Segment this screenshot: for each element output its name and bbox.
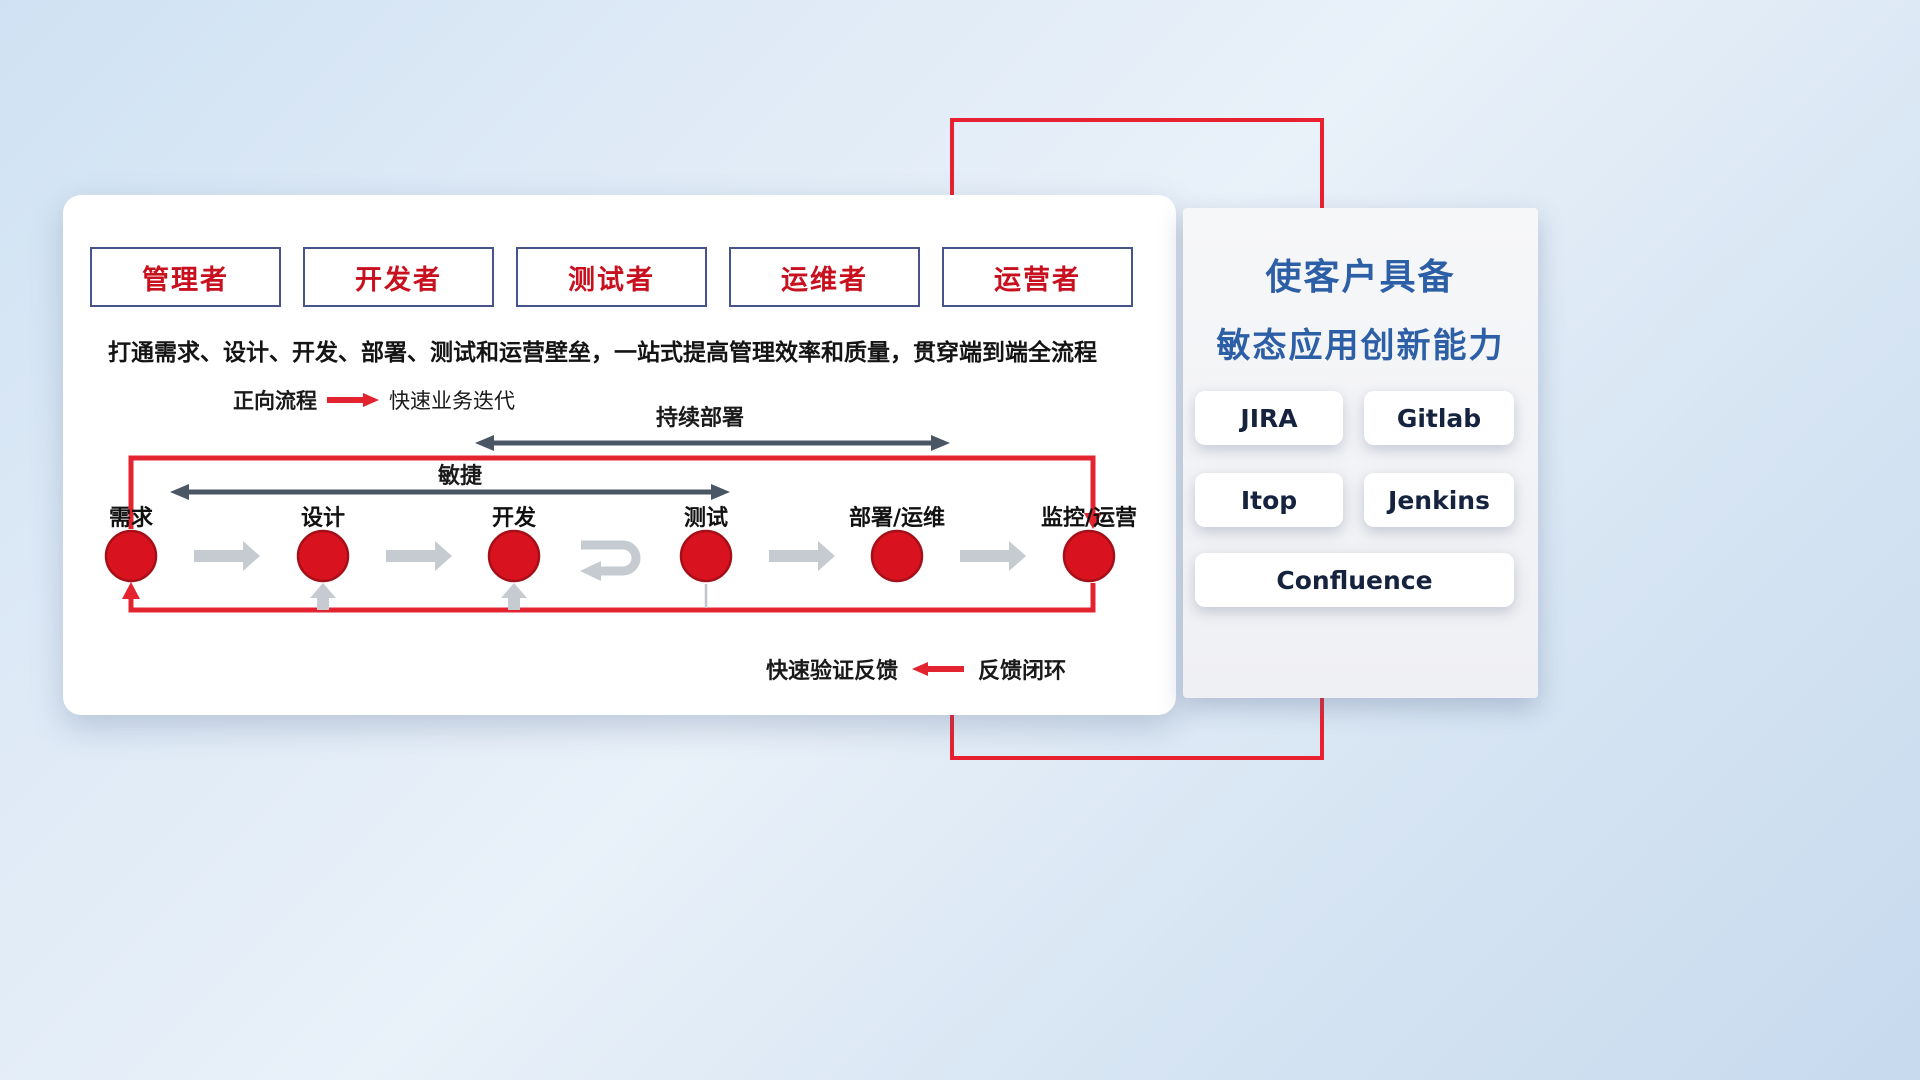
tool-chip-itop: Itop	[1195, 473, 1343, 527]
stage-label-deploy-ops: 部署/运维	[848, 506, 946, 531]
role-label: 运维者	[781, 264, 868, 296]
tool-chip-gitlab: Gitlab	[1364, 391, 1514, 445]
legend-forward: 正向流程 快速业务迭代	[233, 385, 515, 415]
stage-label-monitor-ops: 监控/运营	[1040, 506, 1138, 531]
legend-forward-label: 正向流程	[233, 389, 317, 413]
capability-panel: 使客户具备 敏态应用创新能力 JIRA Gitlab Itop Jenkins …	[1183, 208, 1538, 698]
stage-label-development: 开发	[491, 506, 536, 531]
role-label: 运营者	[994, 264, 1081, 296]
panel-title-line2: 敏态应用创新能力	[1216, 326, 1505, 366]
feedback-arrow-icon	[912, 662, 965, 676]
tool-chip-jenkins: Jenkins	[1364, 473, 1514, 527]
continuous-deployment-label: 持续部署	[655, 406, 744, 431]
role-row: 管理者 开发者 测试者 运维者 运营者	[90, 247, 1133, 307]
forward-arrow-icon	[327, 393, 379, 407]
role-label: 管理者	[142, 264, 229, 296]
role-box-developer: 开发者	[303, 247, 494, 307]
role-box-manager: 管理者	[90, 247, 281, 307]
role-box-tester: 测试者	[516, 247, 707, 307]
panel-title-line1: 使客户具备	[1265, 257, 1456, 298]
stage-label-design: 设计	[300, 506, 345, 531]
devops-flow-card: 管理者 开发者 测试者 运维者 运营者 打通需求、设计、开发、部署、测试和运营壁…	[63, 195, 1176, 715]
tool-chip-confluence: Confluence	[1195, 553, 1514, 607]
role-label: 开发者	[355, 264, 442, 296]
tool-chip-jira: JIRA	[1195, 391, 1343, 445]
stage-label-requirements: 需求	[108, 506, 153, 531]
legend-feedback-label: 快速验证反馈	[766, 659, 899, 684]
legend-feedback-value: 反馈闭环	[978, 659, 1067, 684]
legend-forward-value: 快速业务迭代	[389, 389, 515, 413]
role-box-ops: 运维者	[729, 247, 920, 307]
role-box-operator: 运营者	[942, 247, 1133, 307]
subtitle: 打通需求、设计、开发、部署、测试和运营壁垒，一站式提高管理效率和质量，贯穿端到端…	[108, 340, 1097, 366]
stage-label-testing: 测试	[683, 506, 728, 531]
legend-feedback: 快速验证反馈 反馈闭环	[766, 653, 1066, 685]
role-label: 测试者	[568, 264, 655, 296]
agile-label: 敏捷	[437, 464, 482, 489]
